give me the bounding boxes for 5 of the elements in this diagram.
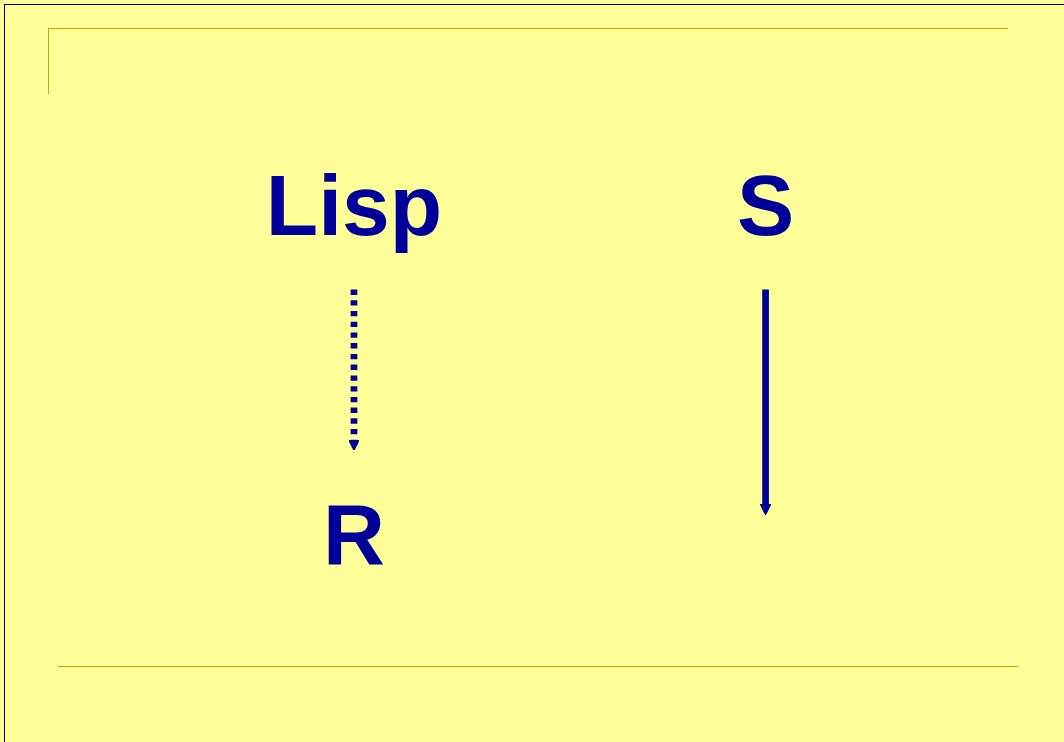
node-label: R bbox=[323, 485, 385, 586]
node-label: Lisp bbox=[265, 155, 443, 256]
node-label: S bbox=[737, 155, 795, 256]
arrow bbox=[759, 289, 772, 516]
dashed-arrow bbox=[348, 289, 360, 451]
